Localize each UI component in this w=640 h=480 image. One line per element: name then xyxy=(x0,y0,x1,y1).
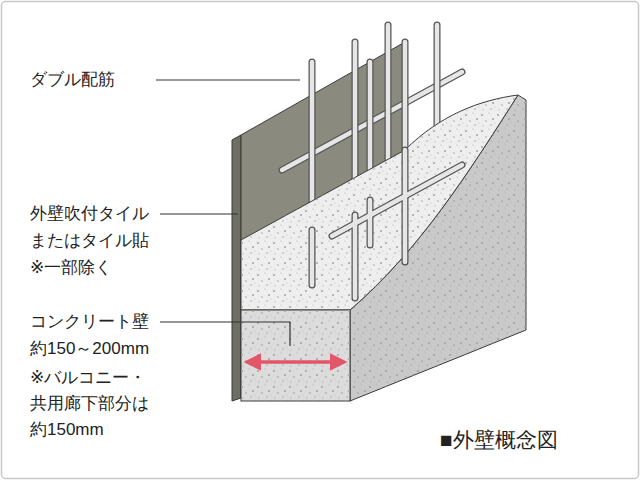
concrete-front xyxy=(241,310,350,401)
finish-label: 外壁吹付タイル またはタイル貼 ※一部除く xyxy=(30,200,156,281)
thickness-label: コンクリート壁 約150～200mm xyxy=(30,308,156,362)
caption: ■外壁概念図 xyxy=(440,427,558,453)
leader-lines xyxy=(156,80,300,346)
note-label: ※バルコニー・ 共用廊下部分は 約150mm xyxy=(30,365,156,443)
rebar-tops xyxy=(312,150,462,298)
concrete-top-texture xyxy=(241,95,518,310)
rebar-label: ダブル配筋 xyxy=(30,66,115,93)
concrete-top xyxy=(241,95,518,310)
concrete-front-texture xyxy=(241,310,350,401)
panel-edge xyxy=(232,135,241,401)
thickness-arrow xyxy=(247,360,344,364)
